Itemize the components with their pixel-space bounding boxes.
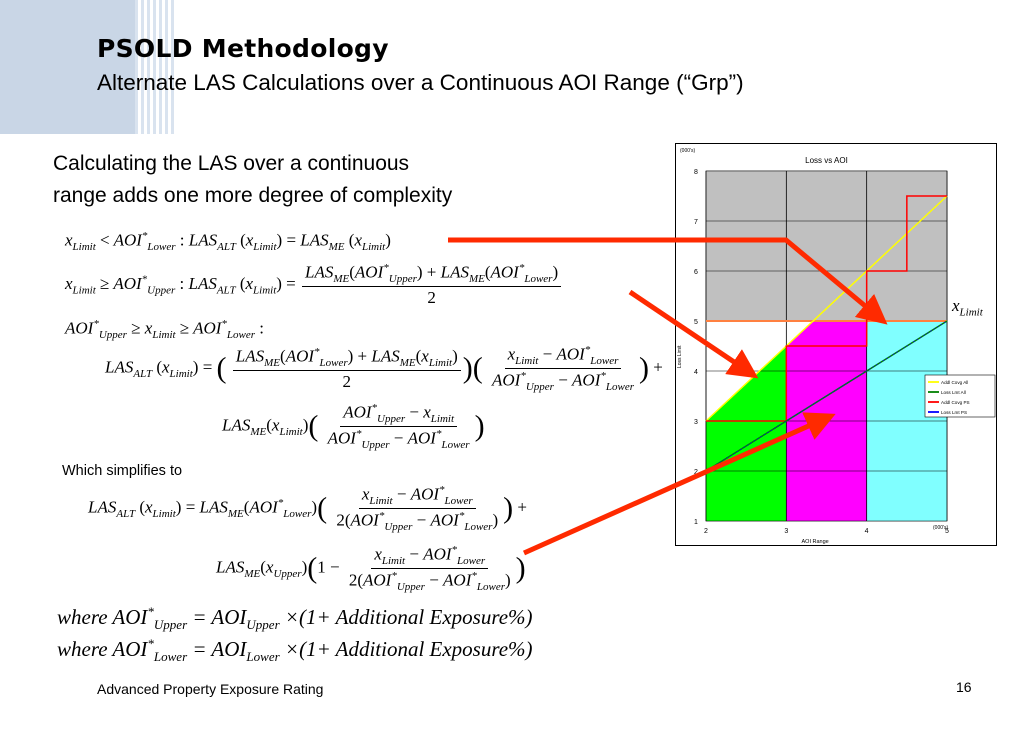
- y-tick-label: 4: [694, 369, 698, 376]
- formula-3: AOI*Upper ≥ xLimit ≥ AOI*Lower :: [65, 318, 265, 342]
- chart-title: Loss vs AOI: [805, 156, 848, 165]
- series-line-loss-lmt-ps: [705, 320, 948, 472]
- simplifies-label: Which simplifies to: [62, 463, 183, 479]
- y-axis-label: Loss Limit: [677, 345, 683, 368]
- formula-2: xLimit ≥ AOI*Upper : LASALT (xLimit) = L…: [65, 262, 563, 308]
- x-tick-label: 2: [704, 528, 708, 535]
- slide-subtitle: Alternate LAS Calculations over a Contin…: [97, 70, 744, 95]
- formula-4: LASALT (xLimit) = ( LASME(AOI*Lower) + L…: [105, 344, 663, 394]
- y-tick-label: 2: [694, 469, 698, 476]
- legend-label: Loss Lmt All: [941, 390, 966, 395]
- page-number: 16: [956, 679, 972, 695]
- y-tick-label: 1: [694, 519, 698, 526]
- formula-1: xLimit < AOI*Lower : LASALT (xLimit) = L…: [65, 230, 391, 254]
- where-lower: where AOI*Lower = AOILower ×(1+ Addition…: [57, 636, 533, 665]
- gray-band: [706, 171, 947, 321]
- where-upper: where AOI*Upper = AOIUpper ×(1+ Addition…: [57, 604, 533, 633]
- y-tick-label: 3: [694, 419, 698, 426]
- footer-text: Advanced Property Exposure Rating: [97, 681, 324, 697]
- intro-line-2: range adds one more degree of complexity: [53, 184, 453, 207]
- formula-6: LASALT (xLimit) = LASME(AOI*Lower)( xLim…: [88, 484, 527, 534]
- legend-label: Addl Covg All: [941, 380, 968, 385]
- corner-stripes: [135, 0, 175, 134]
- slide-title: PSOLD Methodology: [97, 34, 389, 63]
- intro-line-1: Calculating the LAS over a continuous: [53, 152, 410, 175]
- y-tick-label: 8: [694, 169, 698, 176]
- legend-label: Loss Lmt PS: [941, 410, 967, 415]
- units-top: (000's): [680, 148, 695, 154]
- units-right: (000's): [933, 525, 948, 531]
- x-tick-label: 5: [945, 528, 949, 535]
- x-tick-label: 4: [865, 528, 869, 535]
- xlimit-label: xLimit: [952, 296, 983, 319]
- y-tick-label: 7: [694, 219, 698, 226]
- x-tick-label: 3: [784, 528, 788, 535]
- y-tick-label: 6: [694, 269, 698, 276]
- x-axis-label: AOI Range: [802, 539, 829, 545]
- corner-decoration: [0, 0, 135, 134]
- legend-label: Addl Covg PS: [941, 400, 970, 405]
- intro-text: Calculating the LAS over a continuous ra…: [53, 148, 452, 212]
- y-tick-label: 5: [694, 319, 698, 326]
